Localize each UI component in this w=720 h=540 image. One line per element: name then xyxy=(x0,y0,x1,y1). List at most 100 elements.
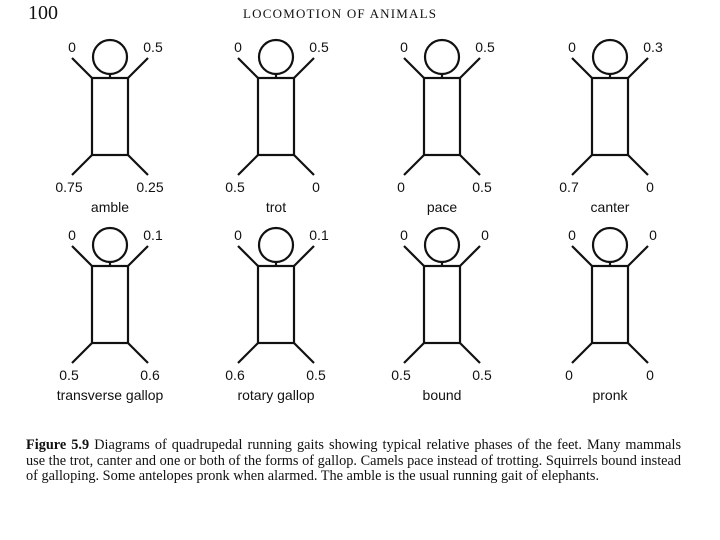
head-circle xyxy=(593,228,627,262)
right-fore-leg xyxy=(294,58,314,78)
left-fore-leg xyxy=(572,246,592,266)
phase-right-hind: 0 xyxy=(646,367,654,383)
gait-name: trot xyxy=(266,199,286,215)
gait-diagram-bound: 0 0 0.5 0.5 bound xyxy=(391,227,492,403)
right-fore-leg xyxy=(128,58,148,78)
gait-diagram-amble: 0 0.5 0.75 0.25 amble xyxy=(55,39,163,215)
phase-left-hind: 0.6 xyxy=(225,367,245,383)
gait-name: rotary gallop xyxy=(237,387,314,403)
right-fore-leg xyxy=(628,58,648,78)
phase-right-hind: 0.6 xyxy=(140,367,160,383)
right-hind-leg xyxy=(460,155,480,175)
head-circle xyxy=(93,228,127,262)
phase-left-fore: 0 xyxy=(234,39,242,55)
head-circle xyxy=(93,40,127,74)
caption-label: Figure 5.9 xyxy=(26,437,89,453)
right-hind-leg xyxy=(128,155,148,175)
left-hind-leg xyxy=(404,343,424,363)
right-hind-leg xyxy=(128,343,148,363)
gait-diagram-pronk: 0 0 0 0 pronk xyxy=(565,227,657,403)
phase-right-fore: 0 xyxy=(649,227,657,243)
head-circle xyxy=(425,40,459,74)
phase-right-fore: 0.1 xyxy=(309,227,329,243)
phase-left-hind: 0 xyxy=(397,179,405,195)
right-hind-leg xyxy=(628,155,648,175)
body-rect xyxy=(92,78,128,155)
right-fore-leg xyxy=(294,246,314,266)
gait-name: pronk xyxy=(592,387,628,403)
gait-name: canter xyxy=(591,199,630,215)
phase-left-hind: 0.7 xyxy=(559,179,579,195)
body-rect xyxy=(92,266,128,343)
phase-left-hind: 0.5 xyxy=(225,179,245,195)
left-fore-leg xyxy=(72,246,92,266)
phase-right-fore: 0.5 xyxy=(143,39,163,55)
left-hind-leg xyxy=(238,343,258,363)
gait-diagrams: 0 0.5 0.75 0.25 amble 0 0.5 0.5 0 trot 0 0.5 0 0.5 pac… xyxy=(0,0,720,430)
gait-diagram-rotary-gallop: 0 0.1 0.6 0.5 rotary gallop xyxy=(225,227,329,403)
right-hind-leg xyxy=(460,343,480,363)
phase-right-fore: 0.1 xyxy=(143,227,163,243)
left-hind-leg xyxy=(72,155,92,175)
gait-name: transverse gallop xyxy=(57,387,164,403)
caption-text: Diagrams of quadrupedal running gaits sh… xyxy=(26,437,681,484)
phase-left-fore: 0 xyxy=(568,227,576,243)
gait-diagram-transverse-gallop: 0 0.1 0.5 0.6 transverse gallop xyxy=(57,227,164,403)
phase-left-fore: 0 xyxy=(68,227,76,243)
gait-name: pace xyxy=(427,199,458,215)
right-hind-leg xyxy=(294,155,314,175)
phase-right-hind: 0 xyxy=(646,179,654,195)
right-fore-leg xyxy=(460,58,480,78)
body-rect xyxy=(592,78,628,155)
phase-right-fore: 0.5 xyxy=(309,39,329,55)
right-hind-leg xyxy=(628,343,648,363)
head-circle xyxy=(259,40,293,74)
gait-diagram-pace: 0 0.5 0 0.5 pace xyxy=(397,39,495,215)
right-fore-leg xyxy=(128,246,148,266)
phase-left-fore: 0 xyxy=(68,39,76,55)
right-hind-leg xyxy=(294,343,314,363)
head-circle xyxy=(593,40,627,74)
left-fore-leg xyxy=(72,58,92,78)
phase-left-fore: 0 xyxy=(400,227,408,243)
left-hind-leg xyxy=(238,155,258,175)
phase-right-hind: 0.25 xyxy=(136,179,163,195)
head-circle xyxy=(259,228,293,262)
body-rect xyxy=(258,266,294,343)
phase-left-fore: 0 xyxy=(568,39,576,55)
phase-left-hind: 0.75 xyxy=(55,179,82,195)
head-circle xyxy=(425,228,459,262)
phase-left-hind: 0.5 xyxy=(391,367,411,383)
body-rect xyxy=(258,78,294,155)
left-fore-leg xyxy=(238,246,258,266)
phase-right-hind: 0.5 xyxy=(306,367,326,383)
body-rect xyxy=(592,266,628,343)
phase-right-fore: 0.5 xyxy=(475,39,495,55)
left-fore-leg xyxy=(572,58,592,78)
phase-right-hind: 0 xyxy=(312,179,320,195)
gait-diagram-trot: 0 0.5 0.5 0 trot xyxy=(225,39,329,215)
figure-caption: Figure 5.9 Diagrams of quadrupedal runni… xyxy=(26,438,681,485)
phase-left-hind: 0.5 xyxy=(59,367,79,383)
body-rect xyxy=(424,78,460,155)
phase-right-hind: 0.5 xyxy=(472,179,492,195)
right-fore-leg xyxy=(460,246,480,266)
phase-left-fore: 0 xyxy=(234,227,242,243)
gait-diagram-canter: 0 0.3 0.7 0 canter xyxy=(559,39,663,215)
body-rect xyxy=(424,266,460,343)
gait-name: amble xyxy=(91,199,129,215)
phase-left-fore: 0 xyxy=(400,39,408,55)
left-fore-leg xyxy=(404,246,424,266)
left-hind-leg xyxy=(572,155,592,175)
right-fore-leg xyxy=(628,246,648,266)
left-hind-leg xyxy=(572,343,592,363)
phase-right-fore: 0.3 xyxy=(643,39,663,55)
phase-right-fore: 0 xyxy=(481,227,489,243)
left-hind-leg xyxy=(72,343,92,363)
left-fore-leg xyxy=(238,58,258,78)
gait-name: bound xyxy=(423,387,462,403)
phase-right-hind: 0.5 xyxy=(472,367,492,383)
phase-left-hind: 0 xyxy=(565,367,573,383)
left-fore-leg xyxy=(404,58,424,78)
left-hind-leg xyxy=(404,155,424,175)
